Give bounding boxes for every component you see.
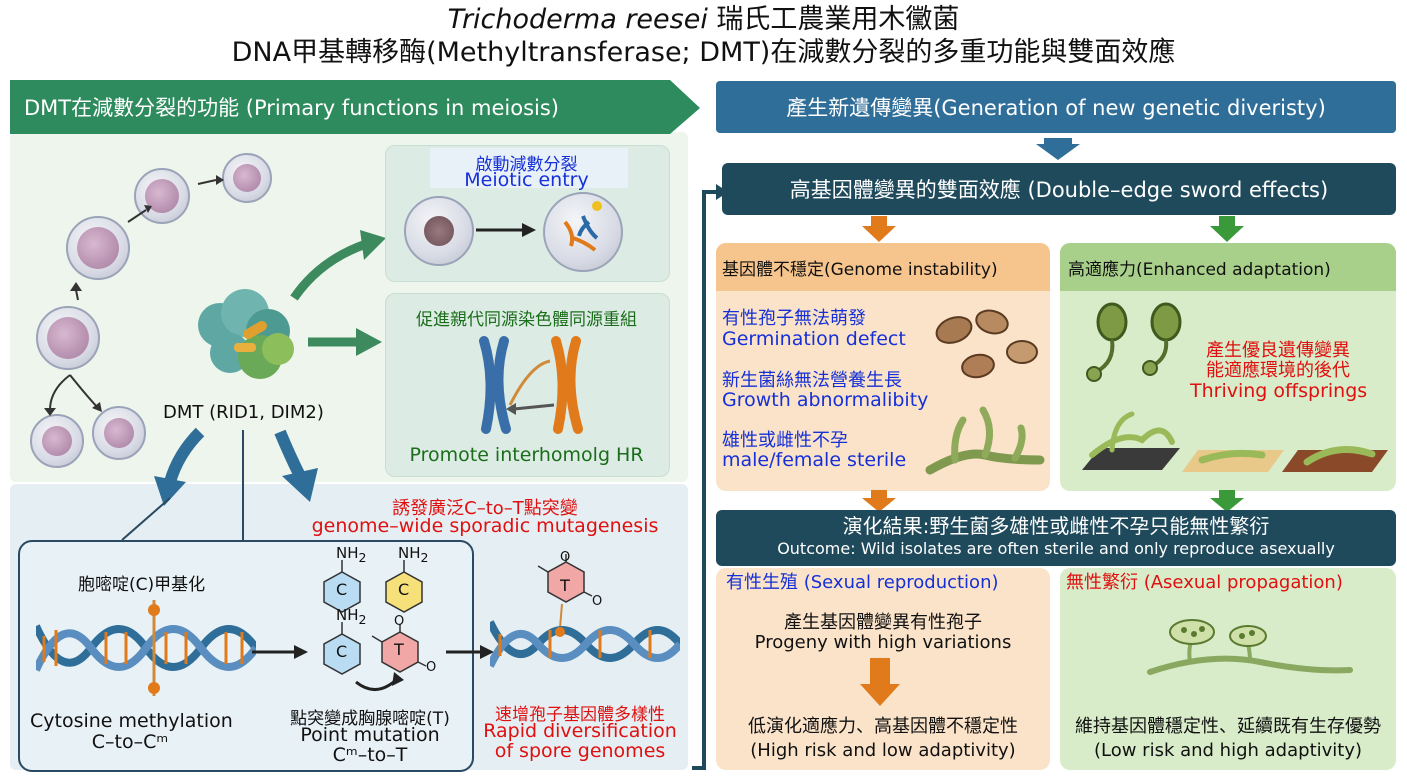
- blue-arrows-from-dmt: [154, 427, 318, 506]
- cell-daughter-2: [92, 406, 146, 460]
- meiotic-entry-en: Meiotic entry: [464, 169, 589, 191]
- oxy-label-3: O: [560, 550, 571, 565]
- instability-header: 基因體不穩定(Genome instability): [722, 260, 998, 280]
- outcome-header-bg: [716, 510, 1396, 566]
- oxy-label-2: O: [426, 660, 437, 675]
- base-t-2: T: [560, 576, 570, 595]
- growth-zh: 新生菌絲無法營養生長: [722, 370, 902, 391]
- nucleotide-bases-icon: [323, 560, 427, 691]
- methylation-en: Cytosine methylation: [30, 710, 233, 732]
- sterile-en: male/female sterile: [722, 449, 907, 471]
- cell-stage-3: [66, 216, 130, 280]
- meiotic-entry-label-bg: [430, 148, 628, 188]
- cell-daughter-1: [30, 414, 84, 468]
- low-adapt-en: (High risk and low adaptivity): [750, 740, 1016, 761]
- nh2-label-3: NH2: [336, 606, 367, 627]
- thriving-zh2: 能適應環境的後代: [1206, 360, 1350, 381]
- rapid-en1: Rapid diversification: [483, 720, 677, 742]
- base-c-3: C: [336, 642, 348, 661]
- page-title-line2: DNA甲基轉移酶(Methyltransferase; DMT)在減數分裂的多重…: [231, 37, 1176, 68]
- species-name: Trichoderma reesei: [447, 4, 708, 35]
- sterile-zh: 雄性或雌性不孕: [722, 430, 848, 451]
- inner-box-lines: [121, 430, 244, 541]
- base-t-1: T: [394, 640, 404, 659]
- green-curved-arrows: [290, 230, 386, 356]
- mutagenesis-en: genome–wide sporadic mutagenesis: [311, 515, 659, 537]
- left-header: DMT在減數分裂的功能 (Primary functions in meiosi…: [24, 96, 559, 120]
- hr-box: [385, 293, 670, 477]
- maintain-zh: 維持基因體穩定性、延續既有生存優勢: [1075, 716, 1381, 737]
- base-c-2: C: [398, 580, 410, 599]
- meiosis-arrows: [44, 175, 224, 416]
- green-arrow-1: [1210, 216, 1244, 242]
- nh2-label-2: NH2: [398, 544, 429, 565]
- maintain-en: (Low risk and high adaptivity): [1093, 740, 1363, 761]
- sexual-header: 有性生殖 (Sexual reproduction): [726, 572, 999, 593]
- progeny-zh: 產生基因體變異有性孢子: [784, 612, 982, 633]
- point-mutation-sub: Cᵐ–to–T: [332, 744, 408, 766]
- green-arrow-2: [1210, 490, 1244, 512]
- conidia-hyphae-icon: [1147, 619, 1353, 675]
- hr-zh: 促進親代同源染色體同源重組: [416, 310, 637, 330]
- cell-stage-2: [36, 306, 100, 370]
- meiotic-cell-after: [543, 192, 623, 272]
- methylation-to-mutation-arrow: [252, 645, 308, 659]
- dmt-label: DMT (RID1, DIM2): [163, 402, 324, 423]
- mutated-dna-icon: [490, 554, 680, 668]
- base-c-1: C: [336, 580, 348, 599]
- orange-arrow-1: [862, 216, 896, 242]
- connector-line: [692, 184, 728, 770]
- methylation-sub: C–to–Cᵐ: [91, 731, 169, 753]
- instability-header-bg: [716, 243, 1050, 291]
- thriving-zh1: 產生優良遺傳變異: [1206, 340, 1350, 361]
- meiotic-arrow: [476, 223, 536, 237]
- double-edge-header: 高基因體變異的雙面效應 (Double–edge sword effects): [722, 163, 1396, 215]
- nh2-label-1: NH2: [336, 544, 367, 565]
- adaptation-header-bg: [1060, 243, 1396, 291]
- down-arrow-1: [1036, 138, 1080, 160]
- defective-spores-icon: [935, 309, 1038, 379]
- oxy-label-4: O: [592, 594, 603, 609]
- title-rest: 瑞氏工農業用木黴菌: [707, 4, 960, 35]
- substrates-icon: [1082, 411, 1388, 472]
- meiotic-entry-zh: 啟動減數分裂: [475, 155, 578, 175]
- left-header-shape: [10, 80, 700, 134]
- mutagenesis-zh: 誘發廣泛C–to–T點突變: [392, 498, 578, 519]
- abnormal-hyphae-icon: [925, 406, 1045, 475]
- growth-en: Growth abnormalibity: [722, 389, 929, 411]
- chromosomes-icon: [563, 201, 602, 252]
- adaptation-header: 高適應力(Enhanced adaptation): [1068, 260, 1331, 280]
- germination-zh: 有性孢子無法萌發: [722, 308, 866, 329]
- mutation-to-dna-arrow: [446, 645, 494, 659]
- germinating-spores-icon: [1086, 302, 1182, 382]
- dmt-protein-icon: [198, 289, 294, 379]
- rapid-en2: of spore genomes: [494, 740, 666, 762]
- page-title-line1: Trichoderma reesei 瑞氏工農業用木黴菌: [0, 4, 1407, 36]
- outcome-en: Outcome: Wild isolates are often sterile…: [777, 539, 1335, 558]
- methylated-dna-icon: [36, 600, 256, 696]
- germination-en: Germination defect: [722, 328, 906, 350]
- orange-arrow-3: [860, 658, 900, 706]
- homolog-recombination-icon: [479, 336, 583, 434]
- low-adapt-zh: 低演化適應力、高基因體不穩定性: [748, 716, 1018, 737]
- meiotic-cell-before: [404, 196, 474, 266]
- point-mutation-en: Point mutation: [300, 724, 440, 746]
- generation-header: 產生新遺傳變異(Generation of new genetic diveri…: [716, 81, 1396, 133]
- rapid-zh: 速增孢子基因體多樣性: [495, 705, 665, 725]
- oxy-label-1: O: [394, 614, 405, 629]
- asexual-header: 無性繁衍 (Asexual propagation): [1066, 572, 1343, 593]
- hr-en: Promote interhomolg HR: [409, 444, 644, 466]
- orange-arrow-2: [862, 490, 896, 512]
- progeny-en: Progeny with high variations: [754, 632, 1012, 653]
- cell-stage-4: [134, 168, 190, 224]
- cell-stage-5: [222, 153, 272, 203]
- point-mutation-zh: 點突變成胸腺嘧啶(T): [290, 709, 450, 729]
- methylation-zh: 胞嘧啶(C)甲基化: [78, 575, 206, 595]
- outcome-zh: 演化結果:野生菌多雄性或雌性不孕只能無性繁衍: [842, 514, 1270, 538]
- thriving-en: Thriving offsprings: [1190, 380, 1368, 402]
